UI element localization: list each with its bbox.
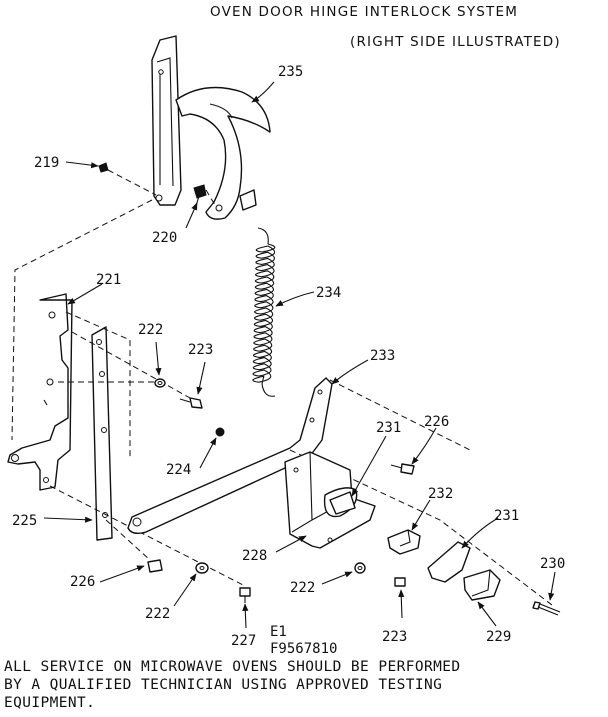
alignment-line	[71, 331, 191, 399]
switch-232	[387, 529, 421, 555]
part-label-227: 227	[231, 633, 256, 649]
part-label-232: 232	[428, 486, 453, 502]
alignment-line	[329, 379, 471, 451]
alignment-line	[205, 189, 216, 206]
link-arm-233	[127, 377, 333, 535]
washer-222	[154, 378, 166, 388]
part-label-226: 226	[424, 414, 449, 430]
part-label-234: 234	[316, 285, 341, 301]
screw-226	[390, 463, 415, 475]
part-label-224: 224	[166, 462, 191, 478]
part-label-230: 230	[540, 556, 565, 572]
bracket-221	[7, 293, 73, 491]
part-label-226-lower: 226	[70, 574, 95, 590]
part-label-220: 220	[152, 230, 177, 246]
spring-coils	[252, 243, 276, 385]
service-note-line: BY A QUALIFIED TECHNICIAN USING APPROVED…	[4, 677, 443, 693]
part-label-231-lower: 231	[494, 508, 519, 524]
hinge-hook-part	[175, 86, 271, 220]
part-label-222: 222	[138, 322, 163, 338]
diagram-title: OVEN DOOR HINGE INTERLOCK SYSTEM	[210, 4, 518, 20]
part-label-235: 235	[278, 64, 303, 80]
service-note: ALL SERVICE ON MICROWAVE OVENS SHOULD BE…	[4, 658, 604, 712]
service-note-line: EQUIPMENT.	[4, 695, 96, 711]
part-label-225: 225	[12, 513, 37, 529]
part-label-222-lower: 222	[145, 606, 170, 622]
diagram-subtitle: (RIGHT SIDE ILLUSTRATED)	[350, 34, 561, 50]
switch-229	[463, 569, 501, 601]
screw-223-lower	[394, 577, 406, 587]
diagram-number: F9567810	[270, 641, 337, 657]
plate-225	[91, 326, 113, 541]
washer-222-lower	[195, 562, 209, 574]
alignment-line	[49, 485, 246, 587]
part-label-222-right: 222	[290, 580, 315, 596]
spring-234	[252, 227, 276, 397]
part-label-233: 233	[370, 348, 395, 364]
screw-226-lower	[147, 559, 163, 573]
hinge-arm-part	[151, 35, 182, 206]
switch-231	[329, 491, 356, 515]
screw-227	[239, 587, 251, 603]
part-label-228: 228	[242, 548, 267, 564]
part-label-229: 229	[486, 629, 511, 645]
screw-220	[193, 184, 207, 207]
screw-223	[179, 397, 203, 409]
screw-230	[532, 601, 561, 616]
alignment-line	[11, 199, 153, 441]
screw-219	[98, 162, 109, 173]
part-label-223-lower: 223	[382, 629, 407, 645]
washer-222-right	[354, 562, 366, 574]
part-label-231: 231	[376, 420, 401, 436]
part-labels: 235 219 220 234 221 222 223 233 224 231 …	[12, 64, 565, 649]
alignment-line	[65, 311, 131, 460]
leader-lines	[43, 81, 556, 629]
service-note-line: ALL SERVICE ON MICROWAVE OVENS SHOULD BE…	[4, 659, 461, 675]
diagram-code: E1	[270, 624, 287, 640]
alignment-line	[107, 169, 157, 196]
grommet-224	[215, 427, 225, 437]
part-label-219: 219	[34, 155, 59, 171]
part-label-223: 223	[188, 342, 213, 358]
plate-231	[427, 541, 471, 583]
part-label-221: 221	[96, 272, 121, 288]
